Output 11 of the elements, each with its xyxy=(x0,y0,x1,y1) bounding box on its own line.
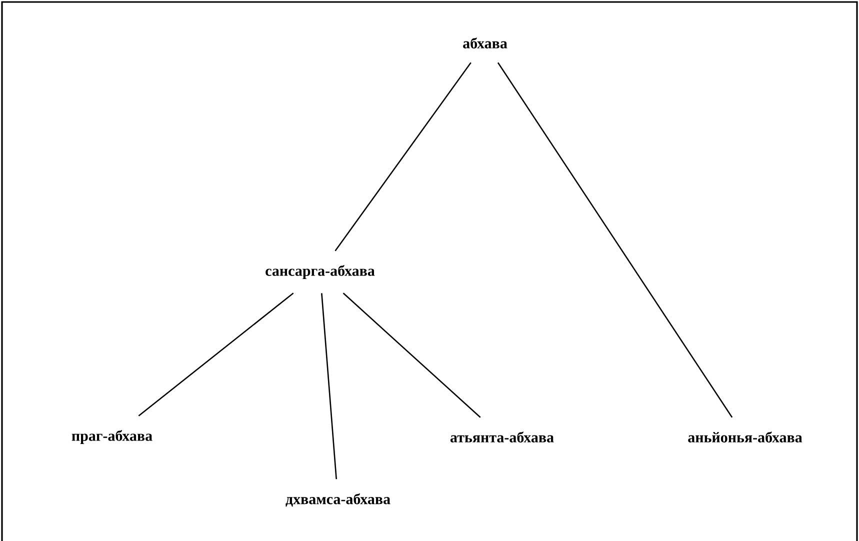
tree-line xyxy=(334,62,472,252)
tree-line xyxy=(321,293,337,480)
tree-line xyxy=(138,292,294,416)
tree-line xyxy=(342,292,481,418)
term-label: аньйонья-абхава xyxy=(688,432,802,442)
term-label: атьянта-абхава xyxy=(450,432,554,442)
term-label: праг-абхава xyxy=(72,430,152,444)
term-label: абхава xyxy=(463,38,508,48)
term-label: сансарга-абхава xyxy=(266,265,375,279)
term-label: дхвамса-абхава xyxy=(286,493,390,507)
tree-line xyxy=(497,62,733,418)
